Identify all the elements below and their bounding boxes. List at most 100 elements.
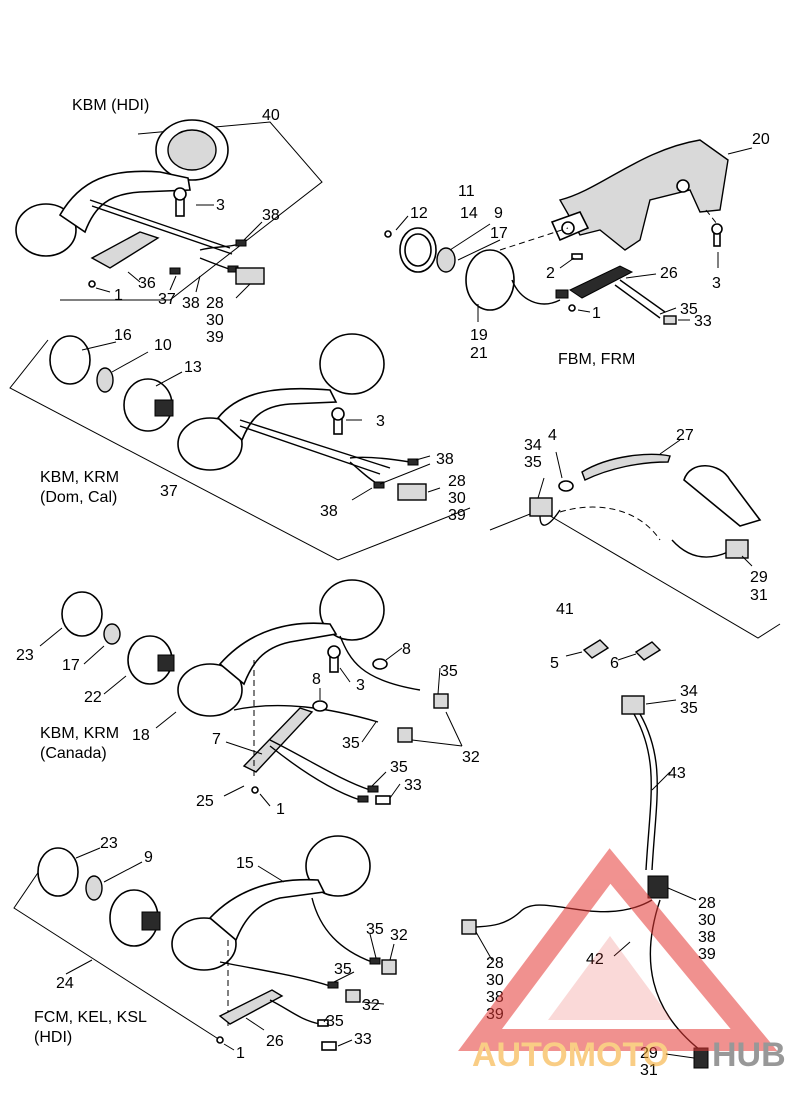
- part-number-37: 37: [158, 291, 176, 308]
- bulb: [85, 875, 103, 901]
- bulb: [436, 247, 456, 273]
- caption-kbm-krm-dom-line2: (Dom, Cal): [40, 489, 117, 506]
- connector: [235, 267, 265, 285]
- group-bracket-40: [60, 121, 323, 301]
- connector: [725, 539, 749, 559]
- turn-signal-lamp-right: [305, 835, 371, 897]
- part-number-9: 9: [144, 849, 153, 866]
- part-number-13: 13: [184, 359, 202, 376]
- part-number-17: 17: [62, 657, 80, 674]
- part-number-29: 29: [750, 569, 768, 586]
- terminal: [582, 639, 610, 659]
- part-number-15: 15: [236, 855, 254, 872]
- part-number-32: 32: [390, 927, 408, 944]
- part-number-28: 28: [698, 895, 716, 912]
- bracket: [558, 139, 729, 251]
- bulb: [96, 367, 114, 393]
- lens: [61, 591, 103, 637]
- part-number-1: 1: [236, 1045, 245, 1062]
- caption-fcm-kel-ksl-line2: (HDI): [34, 1029, 72, 1046]
- caption-kbm-krm-canada-line2: (Canada): [40, 745, 107, 762]
- part-number-7: 7: [212, 731, 221, 748]
- part-number-33: 33: [694, 313, 712, 330]
- part-number-2: 2: [546, 265, 555, 282]
- connector: [647, 875, 669, 899]
- caption-fbm-frm: FBM, FRM: [558, 351, 635, 368]
- part-number-22: 22: [84, 689, 102, 706]
- part-number-36: 36: [138, 275, 156, 292]
- watermark-text-hub: HUB: [712, 1036, 786, 1074]
- harness-42: [469, 899, 653, 929]
- part-number-33: 33: [404, 777, 422, 794]
- part-number-35: 35: [342, 735, 360, 752]
- assembly-fcm-kel-ksl: [13, 835, 397, 1051]
- part-number-14: 14: [460, 205, 478, 222]
- part-number-3: 3: [712, 275, 721, 292]
- caption-kbm-krm-dom-line1: KBM, KRM: [40, 469, 119, 486]
- connector: [433, 693, 449, 709]
- part-number-24: 24: [56, 975, 74, 992]
- part-number-9: 9: [494, 205, 503, 222]
- part-number-35: 35: [440, 663, 458, 680]
- part-number-30: 30: [206, 312, 224, 329]
- part-number-39: 39: [448, 507, 466, 524]
- part-number-28: 28: [448, 473, 466, 490]
- assembly-kbm-krm-canada: [61, 579, 449, 805]
- part-number-31: 31: [640, 1062, 658, 1079]
- part-number-38: 38: [320, 503, 338, 520]
- lamp-bar: [208, 878, 326, 942]
- part-number-39: 39: [206, 329, 224, 346]
- part-number-38: 38: [436, 451, 454, 468]
- part-number-25: 25: [196, 793, 214, 810]
- part-number-34: 34: [524, 437, 542, 454]
- part-number-33: 33: [354, 1031, 372, 1048]
- terminal: [634, 641, 662, 661]
- part-number-10: 10: [154, 337, 172, 354]
- connector: [529, 497, 553, 517]
- connector: [621, 695, 645, 715]
- lamp-bar: [58, 170, 191, 234]
- part-number-17: 17: [490, 225, 508, 242]
- caption-kbm-krm-canada-line1: KBM, KRM: [40, 725, 119, 742]
- grommet: [312, 700, 328, 712]
- part-number-26: 26: [660, 265, 678, 282]
- caption-kbm-hdi: KBM (HDI): [72, 97, 149, 114]
- connector: [345, 989, 361, 1003]
- part-number-8: 8: [312, 671, 321, 688]
- turn-signal-lamp-left: [171, 917, 237, 971]
- bulb: [103, 623, 121, 645]
- part-number-32: 32: [362, 997, 380, 1014]
- part-number-1: 1: [592, 305, 601, 322]
- part-number-6: 6: [610, 655, 619, 672]
- group-bracket-37: [9, 339, 471, 561]
- part-number-30: 30: [486, 972, 504, 989]
- part-number-40: 40: [262, 107, 280, 124]
- part-number-38: 38: [182, 295, 200, 312]
- part-number-3: 3: [376, 413, 385, 430]
- grommet: [372, 658, 388, 670]
- part-number-21: 21: [470, 345, 488, 362]
- lamp-bar: [216, 387, 338, 442]
- part-number-32: 32: [462, 749, 480, 766]
- part-number-35: 35: [334, 961, 352, 978]
- module: [568, 265, 634, 299]
- connector: [397, 483, 427, 501]
- part-number-3: 3: [216, 197, 225, 214]
- part-number-41: 41: [556, 601, 574, 618]
- connector: [381, 959, 397, 975]
- part-number-16: 16: [114, 327, 132, 344]
- turn-signal-lamp-left: [177, 663, 243, 717]
- part-number-4: 4: [548, 427, 557, 444]
- part-number-43: 43: [668, 765, 686, 782]
- part-number-3: 3: [356, 677, 365, 694]
- fender-tip-lamp: [581, 453, 671, 481]
- part-number-19: 19: [470, 327, 488, 344]
- part-number-23: 23: [16, 647, 34, 664]
- part-number-11: 11: [458, 183, 475, 200]
- lamp: [465, 249, 515, 311]
- part-number-20: 20: [752, 131, 770, 148]
- turn-signal-lamp-right: [319, 579, 385, 641]
- part-number-5: 5: [550, 655, 559, 672]
- part-number-31: 31: [750, 587, 768, 604]
